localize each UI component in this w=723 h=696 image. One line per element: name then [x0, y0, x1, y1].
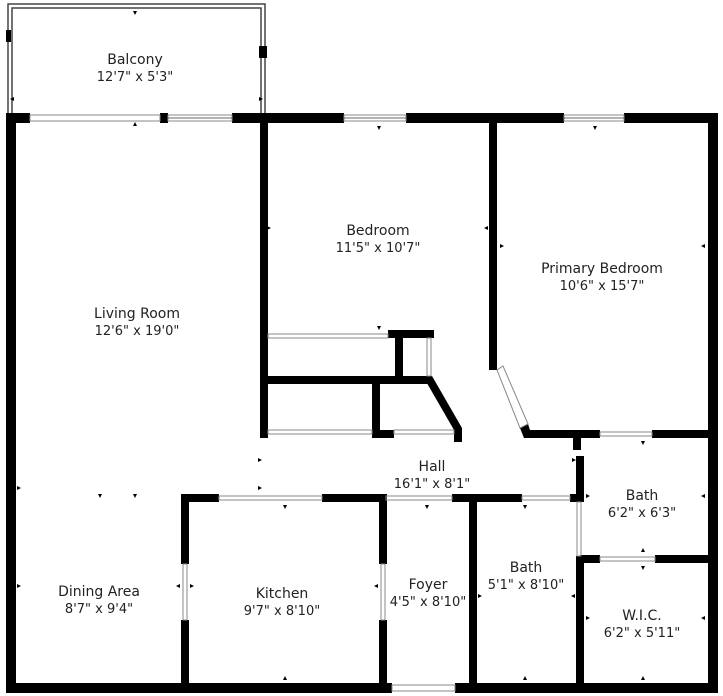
- room-bath-right: Bath 6'2" x 6'3": [608, 488, 676, 521]
- room-name: Living Room: [94, 306, 180, 322]
- room-dimensions: 11'5" x 10'7": [336, 241, 421, 256]
- room-bath-center: Bath 5'1" x 8'10": [488, 560, 564, 593]
- room-name: Primary Bedroom: [541, 261, 663, 277]
- exterior-walls: [6, 113, 718, 693]
- room-name: W.I.C.: [622, 608, 662, 624]
- room-dimensions: 16'1" x 8'1": [394, 477, 470, 492]
- room-dimensions: 4'5" x 8'10": [390, 595, 466, 610]
- balcony-railing: [7, 3, 266, 118]
- room-living-room: Living Room 12'6" x 19'0": [94, 306, 180, 339]
- room-dimensions: 6'2" x 6'3": [608, 506, 676, 521]
- room-name: Foyer: [409, 577, 448, 593]
- room-name: Bedroom: [346, 223, 409, 239]
- room-foyer: Foyer 4'5" x 8'10": [390, 577, 466, 610]
- room-bedroom: Bedroom 11'5" x 10'7": [336, 223, 421, 256]
- dimension-markers: [10, 11, 705, 680]
- room-wic: W.I.C. 6'2" x 5'11": [604, 608, 680, 641]
- room-balcony: Balcony 12'7" x 5'3": [97, 52, 173, 85]
- room-name: Bath: [510, 560, 543, 576]
- room-dimensions: 5'1" x 8'10": [488, 578, 564, 593]
- room-dining-area: Dining Area 8'7" x 9'4": [58, 584, 140, 617]
- room-name: Balcony: [107, 52, 163, 68]
- room-dimensions: 8'7" x 9'4": [65, 602, 133, 617]
- room-kitchen: Kitchen 9'7" x 8'10": [244, 586, 320, 619]
- room-primary-bedroom: Primary Bedroom 10'6" x 15'7": [541, 261, 663, 294]
- room-dimensions: 12'6" x 19'0": [95, 324, 180, 339]
- balcony-posts: [6, 30, 267, 58]
- room-dimensions: 6'2" x 5'11": [604, 626, 680, 641]
- room-name: Hall: [419, 459, 446, 475]
- room-name: Dining Area: [58, 584, 140, 600]
- room-hall: Hall 16'1" x 8'1": [394, 459, 470, 492]
- door-openings: [182, 333, 656, 621]
- room-name: Kitchen: [256, 586, 309, 602]
- room-dimensions: 9'7" x 8'10": [244, 604, 320, 619]
- room-dimensions: 12'7" x 5'3": [97, 70, 173, 85]
- room-dimensions: 10'6" x 15'7": [560, 279, 645, 294]
- room-name: Bath: [626, 488, 659, 504]
- interior-walls: [181, 118, 712, 690]
